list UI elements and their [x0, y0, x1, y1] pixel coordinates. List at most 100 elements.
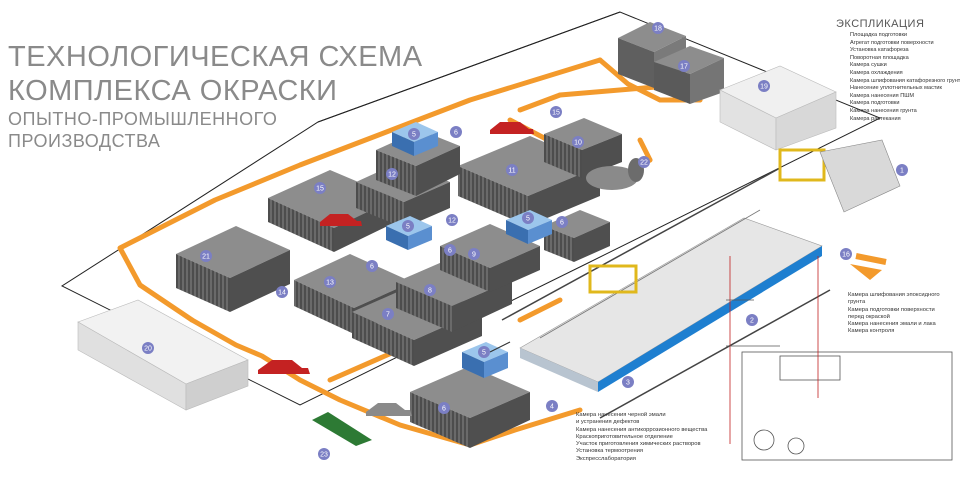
svg-text:16: 16 — [842, 252, 850, 259]
svg-text:12: 12 — [388, 172, 396, 179]
marker-5b: 5 — [402, 220, 414, 232]
marker-12b: 12 — [446, 214, 458, 226]
svg-text:10: 10 — [574, 140, 582, 147]
legend-note: Установка термоотрения — [576, 448, 644, 455]
legend-note: Камера нанесения антикоррозионного вещес… — [576, 426, 708, 433]
explication-item: Установка катафореза — [850, 47, 909, 54]
legend-note: перед окраской — [848, 313, 890, 320]
car-models — [258, 122, 534, 416]
explication-item: Камера нанесения ПШМ — [850, 92, 915, 99]
marker-2: 2 — [746, 314, 758, 326]
marker-7: 7 — [382, 308, 394, 320]
marker-1: 1 — [896, 164, 908, 176]
legend-note: Камера контроля — [848, 328, 895, 335]
title-line-4: ПРОИЗВОДСТВА — [8, 131, 161, 151]
panel-23 — [312, 412, 372, 446]
svg-text:9: 9 — [472, 252, 476, 259]
marker-6b: 6 — [366, 260, 378, 272]
legend-note: Камера нанесения черной эмали — [576, 412, 666, 418]
marker-20: 20 — [142, 342, 154, 354]
legend-note: и устранения дефектов — [576, 419, 640, 426]
explication-item: Камера растекания — [850, 115, 901, 122]
svg-text:1: 1 — [900, 168, 904, 175]
marker-8: 8 — [424, 284, 436, 296]
explication-legend: ЭКСПЛИКАЦИЯ Площадка подготовки Агрегат … — [836, 18, 960, 123]
svg-text:12: 12 — [448, 218, 456, 225]
svg-text:6: 6 — [560, 220, 564, 227]
svg-text:4: 4 — [550, 404, 554, 411]
explication-item: Камера нанесения грунта — [850, 107, 917, 114]
marker-4: 4 — [546, 400, 558, 412]
marker-6e: 6 — [444, 244, 456, 256]
marker-13: 13 — [324, 276, 336, 288]
svg-text:18: 18 — [654, 26, 662, 33]
marker-15a: 15 — [314, 182, 326, 194]
marker-group: 1 2 3 4 5 5 5 5 6 6 6 6 6 7 8 9 10 11 12… — [142, 22, 908, 460]
processing-line — [489, 139, 901, 419]
title-line-3: ОПЫТНО-ПРОМЫШЛЕННОГО — [8, 109, 278, 129]
marker-16: 16 — [840, 248, 852, 260]
svg-text:6: 6 — [448, 248, 452, 255]
entry-arrow — [850, 264, 882, 280]
svg-text:6: 6 — [442, 406, 446, 413]
marker-5a: 5 — [408, 128, 420, 140]
legend-note: Камера нанесения эмали и лака — [848, 321, 936, 328]
legend-notes-bottom: Камера нанесения черной эмали и устранен… — [576, 412, 707, 463]
marker-5c: 5 — [522, 212, 534, 224]
marker-17: 17 — [678, 60, 690, 72]
svg-text:21: 21 — [202, 254, 210, 261]
explication-item: Поворотная площадка — [850, 54, 909, 61]
explication-item: Камера сушки — [850, 62, 887, 69]
svg-text:2: 2 — [750, 318, 754, 325]
svg-text:23: 23 — [320, 452, 328, 459]
plan-inset — [726, 256, 953, 461]
marker-3: 3 — [622, 376, 634, 388]
svg-text:6: 6 — [454, 130, 458, 137]
marker-12a: 12 — [386, 168, 398, 180]
svg-text:6: 6 — [370, 264, 374, 271]
legend-note: Камера подготовки поверхности — [848, 306, 935, 313]
svg-text:14: 14 — [278, 290, 286, 297]
marker-21: 21 — [200, 250, 212, 262]
marker-18: 18 — [652, 22, 664, 34]
building-blocks — [77, 22, 837, 448]
title-line-1: ТЕХНОЛОГИЧЕСКАЯ СХЕМА — [8, 41, 423, 73]
legend-notes-right: Камера шлифования эпоксидного грунта Кам… — [848, 292, 940, 336]
marker-14: 14 — [276, 286, 288, 298]
explication-item: Площадка подготовки — [850, 32, 908, 38]
marker-5d: 5 — [478, 346, 490, 358]
explication-item: Камера шлифования катафорезного грунта — [850, 77, 960, 84]
svg-text:20: 20 — [144, 346, 152, 353]
svg-text:5: 5 — [526, 216, 530, 223]
svg-text:22: 22 — [640, 160, 648, 167]
marker-23: 23 — [318, 448, 330, 460]
explication-item: Нанесение уплотнительных мастик — [850, 85, 943, 92]
legend-note: Экспресслаборатория — [576, 455, 636, 462]
svg-text:5: 5 — [412, 132, 416, 139]
marker-6d: 6 — [438, 402, 450, 414]
explication-item: Камера подготовки — [850, 100, 900, 107]
svg-text:15: 15 — [316, 186, 324, 193]
title-line-2: КОМПЛЕКСА ОКРАСКИ — [8, 75, 338, 107]
marker-9: 9 — [468, 248, 480, 260]
svg-text:7: 7 — [386, 312, 390, 319]
svg-text:5: 5 — [482, 350, 486, 357]
marker-11: 11 — [506, 164, 518, 176]
legend-note: грунта — [848, 299, 866, 306]
explication-item: Камера охлаждения — [850, 69, 903, 76]
svg-text:19: 19 — [760, 84, 768, 91]
svg-text:3: 3 — [626, 380, 630, 387]
svg-text:17: 17 — [680, 64, 688, 71]
explication-list: Площадка подготовки Агрегат подготовки п… — [850, 32, 960, 123]
explication-heading: ЭКСПЛИКАЦИЯ — [836, 18, 925, 30]
marker-6c: 6 — [556, 216, 568, 228]
svg-text:13: 13 — [326, 280, 334, 287]
marker-22: 22 — [638, 156, 650, 168]
marker-10: 10 — [572, 136, 584, 148]
legend-note: Камера шлифования эпоксидного — [848, 292, 940, 298]
svg-text:15: 15 — [552, 110, 560, 117]
svg-text:11: 11 — [508, 168, 515, 175]
marker-15b: 15 — [550, 106, 562, 118]
